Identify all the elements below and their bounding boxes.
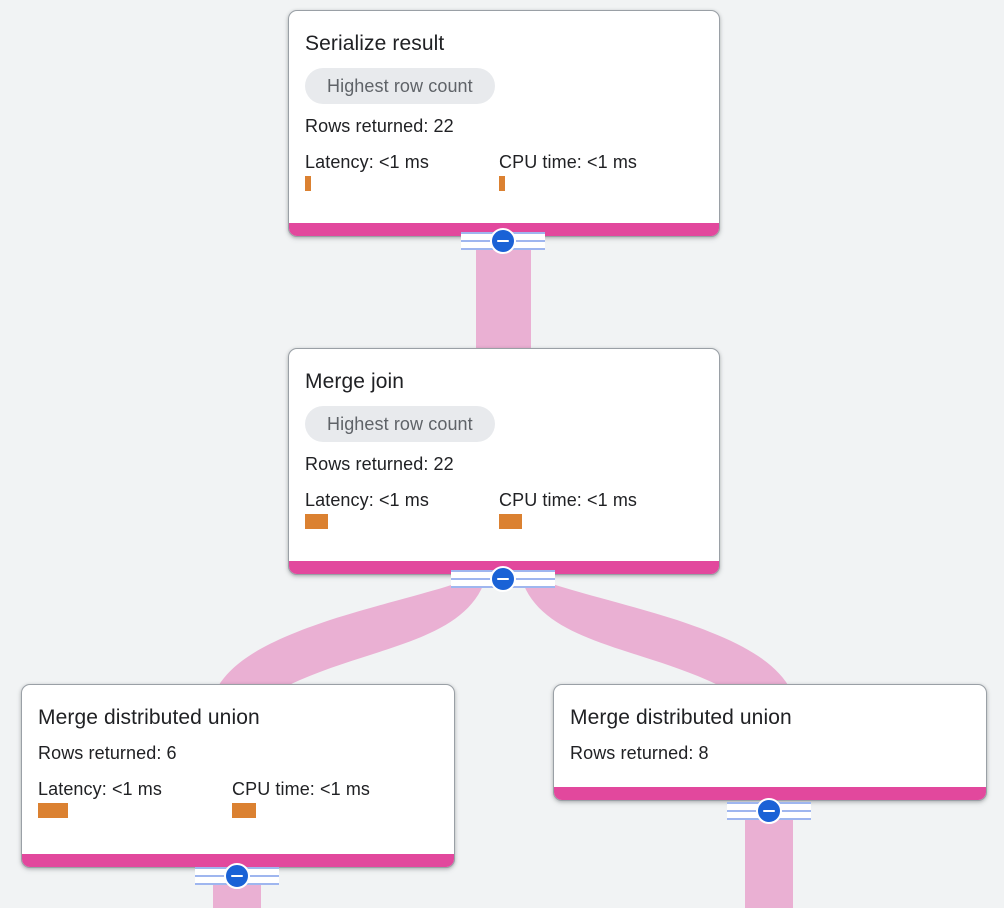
collapse-handle-merge-join[interactable] — [451, 566, 555, 592]
node-rows-returned: Rows returned: 22 — [305, 116, 454, 136]
node-metrics: Latency: <1 ms CPU time: <1 ms — [305, 490, 703, 529]
minus-icon[interactable] — [490, 228, 516, 254]
node-title: Merge join — [305, 370, 405, 393]
node-title: Merge distributed union — [38, 706, 260, 729]
node-body: Merge distributed union Rows returned: 8 — [554, 685, 986, 774]
node-metrics: Latency: <1 ms CPU time: <1 ms — [305, 152, 703, 191]
metric-latency-bar — [305, 514, 328, 529]
node-body: Merge distributed union Rows returned: 6… — [22, 685, 454, 828]
node-body: Merge join Highest row count Rows return… — [289, 349, 719, 539]
metric-cpu-time: CPU time: <1 ms — [499, 152, 693, 191]
node-serialize-result[interactable]: Serialize result Highest row count Rows … — [288, 10, 720, 237]
node-title: Merge distributed union — [570, 706, 792, 729]
node-merge-join[interactable]: Merge join Highest row count Rows return… — [288, 348, 720, 575]
metric-cpu-time-bar — [232, 803, 256, 818]
metric-cpu-time-label: CPU time: <1 ms — [499, 152, 638, 172]
minus-icon[interactable] — [224, 863, 250, 889]
metric-cpu-time-bar — [499, 514, 522, 529]
metric-latency-label: Latency: <1 ms — [305, 152, 429, 172]
collapse-handle-merge-distributed-union-left[interactable] — [195, 863, 279, 889]
metric-latency-bar — [305, 176, 311, 191]
metric-latency-label: Latency: <1 ms — [38, 779, 162, 799]
metric-latency: Latency: <1 ms — [305, 152, 499, 191]
node-metrics: Latency: <1 ms CPU time: <1 ms — [38, 779, 438, 818]
metric-latency-bar — [38, 803, 68, 818]
minus-icon[interactable] — [756, 798, 782, 824]
metric-latency: Latency: <1 ms — [38, 779, 232, 818]
node-badge-highest-row-count: Highest row count — [305, 68, 495, 104]
minus-icon[interactable] — [490, 566, 516, 592]
metric-cpu-time: CPU time: <1 ms — [499, 490, 693, 529]
node-merge-distributed-union-left[interactable]: Merge distributed union Rows returned: 6… — [21, 684, 455, 868]
node-badge-highest-row-count: Highest row count — [305, 406, 495, 442]
node-body: Serialize result Highest row count Rows … — [289, 11, 719, 201]
collapse-handle-serialize-result[interactable] — [461, 228, 545, 254]
node-status-bar — [554, 787, 986, 800]
metric-cpu-time-label: CPU time: <1 ms — [499, 490, 638, 510]
node-rows-returned: Rows returned: 22 — [305, 454, 454, 474]
node-status-bar — [22, 854, 454, 867]
metric-cpu-time-label: CPU time: <1 ms — [232, 779, 371, 799]
node-rows-returned: Rows returned: 8 — [570, 743, 709, 763]
node-rows-returned: Rows returned: 6 — [38, 743, 177, 763]
metric-latency: Latency: <1 ms — [305, 490, 499, 529]
metric-latency-label: Latency: <1 ms — [305, 490, 429, 510]
collapse-handle-merge-distributed-union-right[interactable] — [727, 798, 811, 824]
node-merge-distributed-union-right[interactable]: Merge distributed union Rows returned: 8 — [553, 684, 987, 801]
node-title: Serialize result — [305, 32, 445, 55]
metric-cpu-time: CPU time: <1 ms — [232, 779, 426, 818]
metric-cpu-time-bar — [499, 176, 505, 191]
